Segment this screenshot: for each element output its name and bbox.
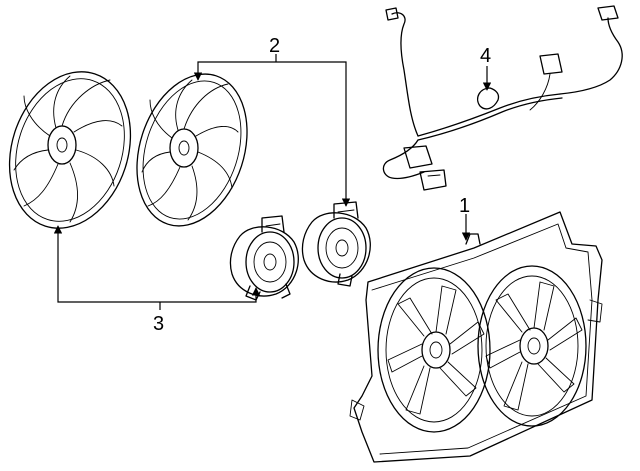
- leader-3-left: [53, 225, 160, 303]
- wiring-harness: [382, 5, 623, 191]
- callout-label-3: 3: [153, 313, 164, 335]
- fan-motor-lower: [229, 215, 299, 301]
- leader-3-right: [160, 287, 261, 303]
- fan-blade-middle: [136, 73, 248, 227]
- callout-label-1: 1: [459, 195, 470, 217]
- fan-blade-left: [8, 71, 132, 229]
- leader-2-right: [276, 61, 351, 207]
- fan-motor-upper: [301, 201, 371, 287]
- fan-shroud-assembly: [349, 211, 603, 463]
- callout-label-4: 4: [480, 45, 491, 67]
- callout-label-2: 2: [269, 35, 280, 57]
- leader-2-left: [193, 61, 276, 81]
- leader-lines: [53, 54, 492, 310]
